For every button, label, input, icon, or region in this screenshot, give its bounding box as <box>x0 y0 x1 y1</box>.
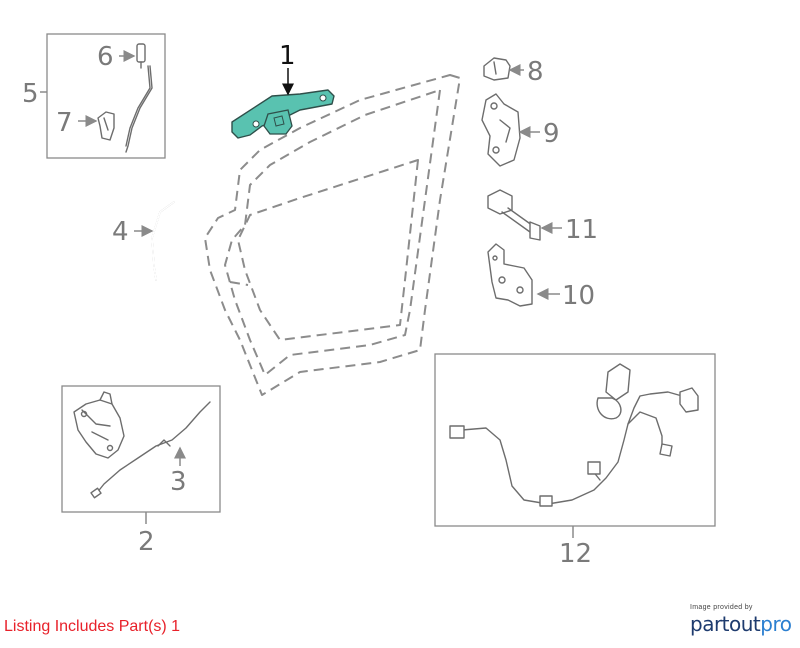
part-9-hinge[interactable] <box>481 93 521 167</box>
part-10-hinge[interactable] <box>487 243 533 307</box>
part-8-striker[interactable] <box>483 57 511 81</box>
part-4-rod[interactable] <box>151 201 175 281</box>
brand-part-a: partout <box>690 612 761 636</box>
partoutpro-credit: Image provided by partoutpro <box>690 604 792 636</box>
callout-6: 6 <box>97 42 114 72</box>
partoutpro-logo: partoutpro <box>690 612 792 636</box>
callout-10: 10 <box>562 281 595 311</box>
part-12-wiring-harness[interactable] <box>449 363 699 507</box>
callout-9: 9 <box>543 119 560 149</box>
brand-part-b: pro <box>760 612 792 636</box>
callout-2: 2 <box>138 527 155 557</box>
callout-4: 4 <box>112 217 129 247</box>
part-12-group-box <box>434 353 716 527</box>
callout-1: 1 <box>279 41 296 71</box>
callout-3: 3 <box>170 467 187 497</box>
part-1-outside-handle[interactable] <box>231 89 335 139</box>
part-5-rod[interactable] <box>125 65 153 153</box>
part-5-group-box <box>46 33 166 159</box>
part-7-clip[interactable] <box>97 111 115 141</box>
part-2-latch[interactable] <box>73 391 125 459</box>
part-11-check-link[interactable] <box>487 189 541 241</box>
part-6-clip[interactable] <box>136 43 146 69</box>
credit-caption: Image provided by <box>690 604 753 611</box>
listing-note: Listing Includes Part(s) 1 <box>4 618 181 635</box>
callout-8: 8 <box>527 57 544 87</box>
callout-7: 7 <box>56 108 73 138</box>
part-3-cable[interactable] <box>90 401 211 499</box>
door-outline <box>204 74 461 396</box>
callout-5: 5 <box>22 79 39 109</box>
callout-11: 11 <box>565 215 598 245</box>
part-2-group-box <box>61 385 221 513</box>
callout-12: 12 <box>559 539 592 569</box>
